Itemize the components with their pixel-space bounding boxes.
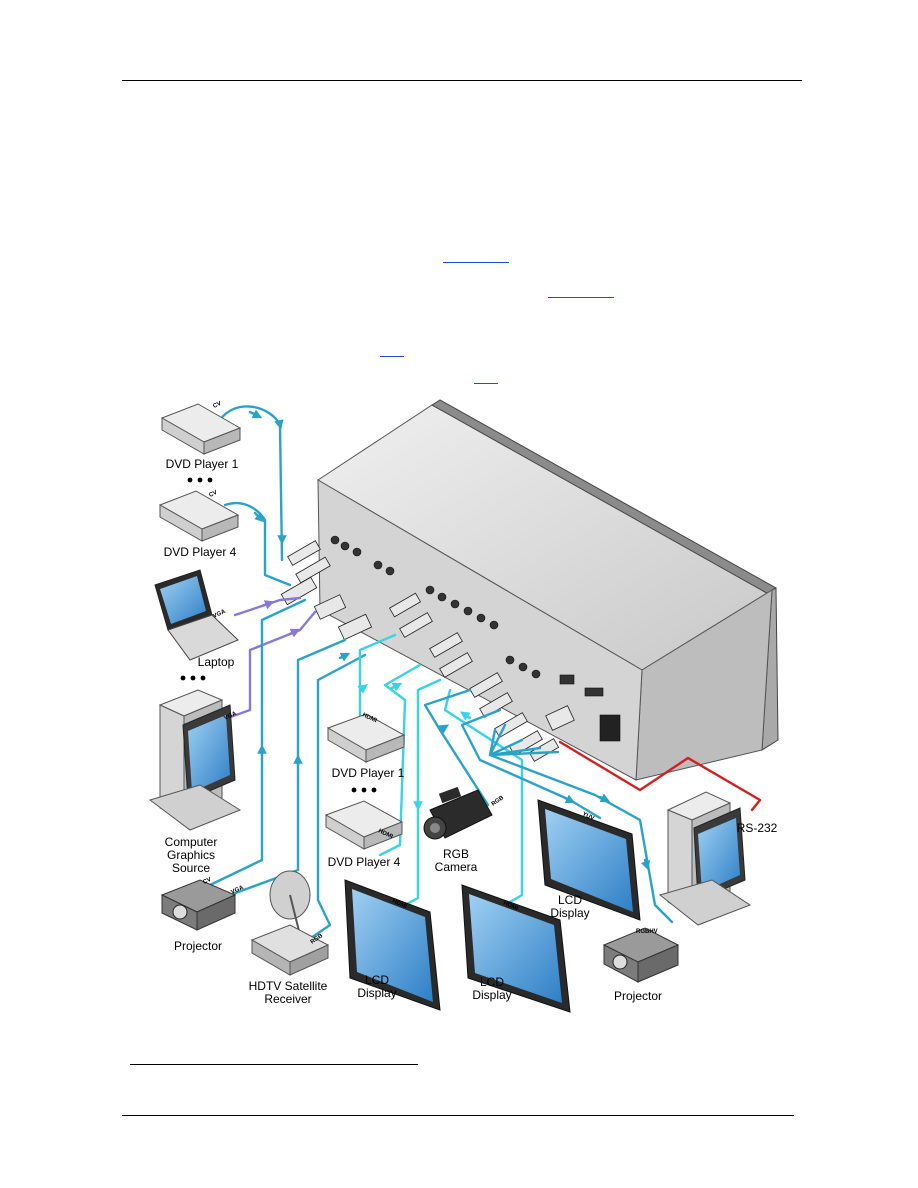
tag-vga-laptop: VGA [212, 609, 227, 620]
label-dvd-player-4-mid: DVD Player 4 [328, 855, 401, 869]
label-projector-left: Projector [174, 939, 222, 953]
dvd-player-4-top [158, 490, 240, 542]
cross-reference-link-2[interactable] [548, 297, 614, 298]
dvd-player-4-mid [324, 800, 404, 850]
tag-rgb-camera: RGB [491, 795, 506, 808]
label-lcd-1-line2: Display [357, 986, 396, 1000]
label-hdtv-line1: HDTV Satellite [249, 979, 328, 993]
tag-cv-dvd1: CV [212, 401, 222, 410]
matrix-switcher [280, 399, 779, 781]
label-projector-right: Projector [614, 989, 662, 1003]
label-lcd-3-line2: Display [550, 906, 589, 920]
controller-pc [658, 791, 752, 926]
label-camera-line1: RGB [443, 847, 469, 861]
tag-cv-dvd4: CV [208, 490, 218, 499]
label-computer-line1: Computer [165, 835, 218, 849]
rgb-camera [423, 786, 493, 840]
label-dvd-player-1-mid: DVD Player 1 [332, 766, 405, 780]
header-rule [122, 80, 802, 81]
label-hdtv-line2: Receiver [264, 992, 311, 1006]
hdtv-satellite-receiver [250, 870, 330, 976]
computer-graphics-source [148, 689, 242, 831]
label-lcd-2-line1: LCD [480, 975, 504, 989]
footer-rule [122, 1115, 794, 1116]
lcd-display-1 [344, 879, 441, 1011]
projector-left [160, 879, 237, 931]
dvd-player-1-mid [326, 713, 406, 763]
tag-yuv-lcd: YUV [581, 811, 595, 822]
tag-vga-computer: VGA [223, 711, 238, 722]
lcd-display-2 [461, 884, 571, 1013]
label-dvd-player-4-top: DVD Player 4 [164, 545, 237, 559]
cross-reference-link-4[interactable] [474, 383, 498, 384]
label-rs232: RS-232 [737, 821, 778, 835]
label-lcd-3-line1: LCD [558, 893, 582, 907]
cross-reference-link-3[interactable] [380, 356, 404, 357]
label-laptop: Laptop [198, 655, 235, 669]
ellipsis-dots [180, 477, 377, 793]
projector-right [602, 927, 680, 983]
tag-cv-projector: CV [202, 877, 212, 886]
label-computer-line3: Source [172, 861, 210, 875]
label-computer-line2: Graphics [167, 848, 215, 862]
tag-vga-projector: VGA [230, 885, 245, 896]
label-dvd-player-1-top: DVD Player 1 [166, 457, 239, 471]
cables [208, 405, 762, 942]
dvd-player-1-top [160, 403, 242, 455]
label-camera-line2: Camera [435, 860, 478, 874]
cross-reference-link-1[interactable] [443, 262, 509, 263]
label-lcd-1-line1: LCD [365, 973, 389, 987]
footnote-rule [130, 1064, 418, 1065]
label-lcd-2-line2: Display [472, 988, 511, 1002]
lcd-display-3 [537, 799, 641, 921]
laptop [154, 569, 239, 661]
tag-rgbhv-projector: RGBHV [636, 929, 658, 935]
